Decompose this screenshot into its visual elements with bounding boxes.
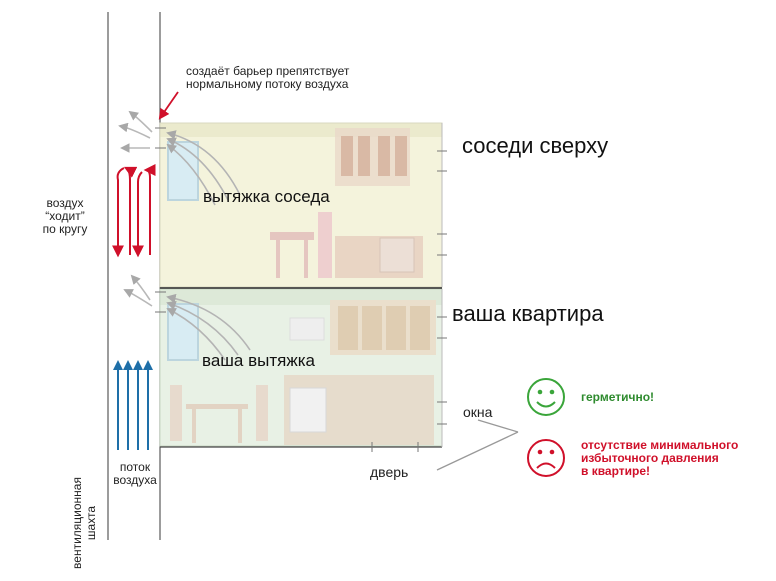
shaft-label-line2: шахта xyxy=(84,505,98,541)
barrier-note-line2: нормальному потоку воздуха xyxy=(186,77,349,91)
circulation-arrows xyxy=(112,164,156,258)
your-hood-label: ваша вытяжка xyxy=(202,351,315,370)
upper-floor-title: соседи сверху xyxy=(462,133,609,158)
air-flow-arrows xyxy=(113,360,153,450)
neighbor-hood-label: вытяжка соседа xyxy=(203,187,330,206)
air-circle-line2: “ходит” xyxy=(45,209,85,223)
windows-label: окна xyxy=(463,404,493,420)
pointer-lines xyxy=(436,419,519,471)
no-pressure-line1: отсутствие минимального xyxy=(581,438,739,452)
smiley-happy-icon xyxy=(527,378,565,416)
sealed-label: герметично! xyxy=(581,390,655,404)
shaft-deflect-arrows xyxy=(118,110,153,307)
your-apartment-title: ваша квартира xyxy=(452,301,604,326)
vent-grilles xyxy=(155,127,166,313)
air-circle-line1: воздух xyxy=(46,196,84,210)
neighbor-hood-flow xyxy=(166,130,241,206)
smiley-sad-icon xyxy=(527,439,565,477)
air-flow-line2: воздуха xyxy=(113,473,157,487)
barrier-note-line1: создаёт барьер препятствует xyxy=(186,64,350,78)
lower-kitchen xyxy=(159,288,443,447)
window-ticks xyxy=(371,150,447,452)
no-pressure-line3: в квартире! xyxy=(581,464,651,478)
air-flow-line1: поток xyxy=(119,460,151,474)
air-circle-line3: по кругу xyxy=(42,222,88,236)
upper-kitchen xyxy=(159,122,443,288)
barrier-arrow xyxy=(158,91,179,120)
door-label: дверь xyxy=(370,464,409,480)
no-pressure-line2: избыточного давления xyxy=(581,451,719,465)
shaft-label-line1: вентиляционная xyxy=(70,477,84,569)
your-hood-flow xyxy=(166,293,251,361)
